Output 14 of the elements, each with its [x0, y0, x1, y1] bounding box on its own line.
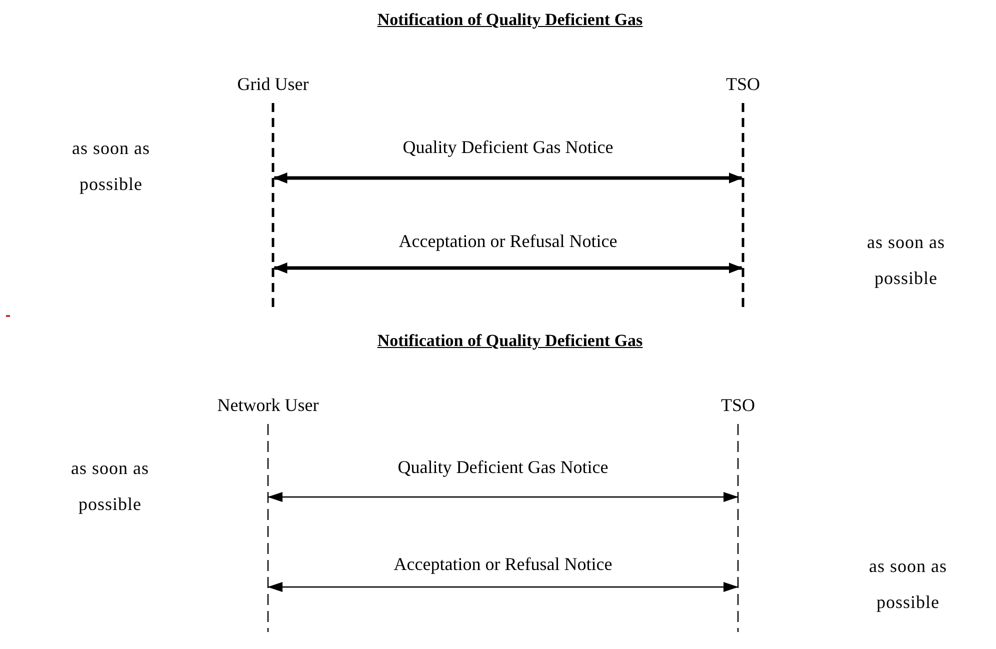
double-arrow: [273, 172, 743, 184]
timing-note: as soon as possible: [868, 555, 948, 614]
timing-note: as soon as possible: [71, 137, 151, 196]
diagram-title: Notification of Quality Deficient Gas: [377, 10, 643, 30]
double-arrow: [268, 492, 738, 502]
participant-name: TSO: [726, 73, 760, 95]
participant-name: Grid User: [237, 73, 309, 95]
participant-name: Network User: [217, 394, 319, 416]
timing-note: as soon as possible: [866, 231, 946, 290]
double-arrow: [268, 582, 738, 592]
section-title: Notification of Quality Deficient Gas: [377, 331, 643, 351]
participant-name: TSO: [720, 394, 755, 416]
double-arrow: [273, 262, 743, 274]
timing-note: as soon as possible: [70, 457, 150, 516]
